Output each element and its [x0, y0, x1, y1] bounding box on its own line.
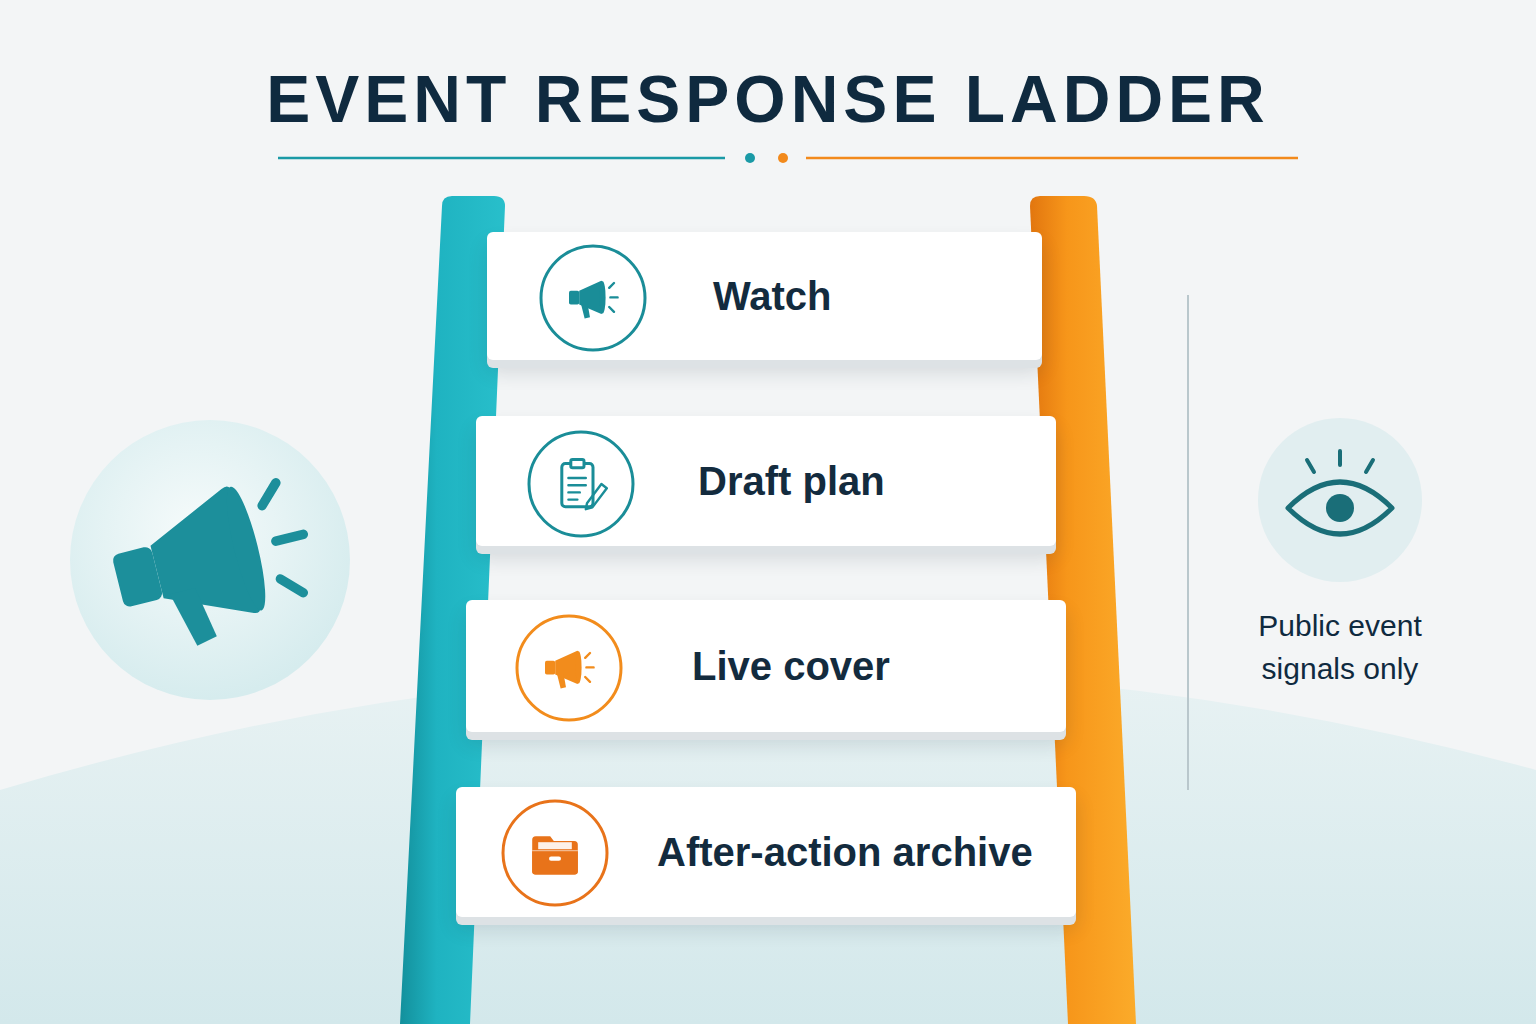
ladder-rung: After-action archive [456, 787, 1076, 917]
icon-glyph [545, 651, 594, 689]
step-icon [537, 242, 649, 354]
rung-text-box: After-action archive [657, 787, 1066, 917]
icon-glyph [532, 836, 578, 874]
icon-ring [541, 246, 645, 350]
rung-text-box: Draft plan [698, 416, 1046, 546]
step-label: Live cover [692, 643, 1056, 689]
step-label: After-action archive [657, 829, 1066, 875]
rung-text-box: Watch [713, 232, 1032, 360]
diagram-title: EVENT RESPONSE LADDER [0, 62, 1536, 136]
step-label: Watch [713, 273, 1032, 319]
side-note: Public event signals only [1230, 604, 1450, 690]
step-label: Draft plan [698, 458, 1046, 504]
icon-ring [503, 801, 607, 905]
step-icon [525, 428, 637, 540]
step-icon [499, 797, 611, 909]
icon-glyph [562, 459, 607, 509]
ladder-rung: Watch [487, 232, 1042, 360]
icon-ring [529, 432, 633, 536]
icon-ring [517, 616, 621, 720]
ladder-rung: Draft plan [476, 416, 1056, 546]
ladder-rung: Live cover [466, 600, 1066, 732]
rung-text-box: Live cover [692, 600, 1056, 732]
step-icon [513, 612, 625, 724]
icon-glyph [569, 281, 618, 319]
